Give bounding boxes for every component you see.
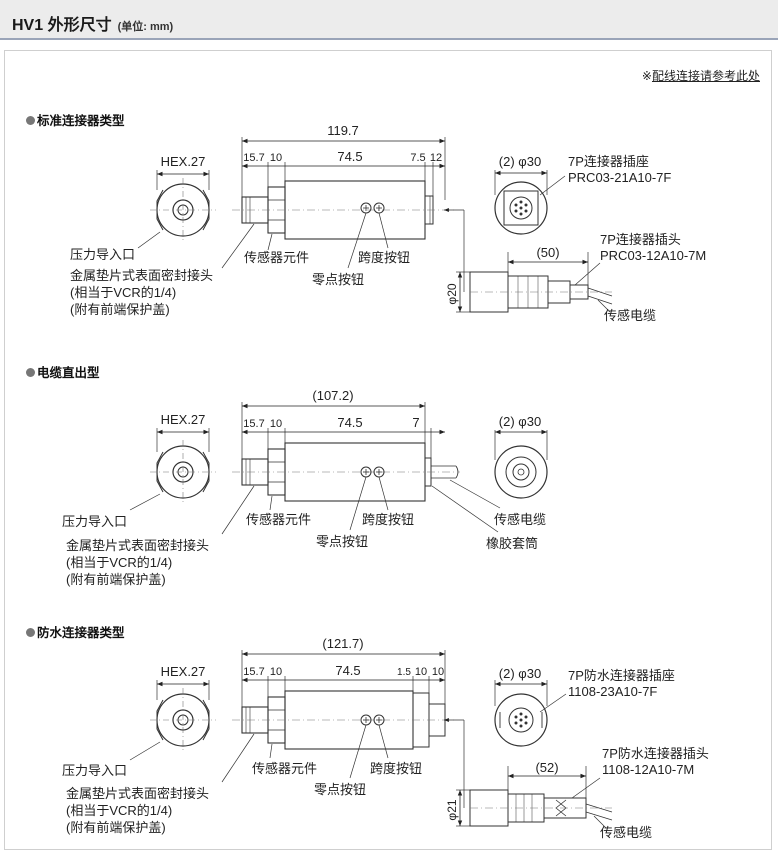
span-button-label: 跨度按钮 — [358, 250, 410, 265]
dim-body: 74.5 — [337, 149, 362, 164]
total-length: (121.7) — [322, 636, 363, 651]
dim-nut: 10 — [415, 666, 427, 678]
end-diameter: (2) φ30 — [499, 666, 541, 681]
dim-connector: 10 — [432, 666, 444, 678]
waterproof-connector-drawing: HEX.27 (121.7) — [62, 636, 709, 840]
total-length: 119.7 — [327, 123, 359, 138]
callouts: 压力导入口 金属垫片式表面密封接头 (相当于VCR的1/4) (附有前端保护盖)… — [70, 212, 410, 317]
seal-cap: (附有前端保护盖) — [70, 302, 170, 317]
title-text: HV1 外形尺寸 — [12, 17, 112, 34]
side-view — [232, 442, 460, 502]
side-view — [232, 690, 456, 750]
section-title-text: 标准连接器类型 — [37, 114, 125, 128]
page-title: HV1 外形尺寸 (单位: mm) — [12, 11, 173, 35]
section-title-waterproof: 防水连接器类型 — [26, 622, 125, 641]
zero-button-label: 零点按钮 — [314, 782, 366, 797]
socket-model: 1108-23A10-7F — [568, 684, 657, 699]
side-view — [232, 180, 456, 240]
dim-gap: 1.5 — [397, 667, 411, 678]
socket-label: 7P连接器插座 — [568, 154, 649, 169]
page-header: HV1 外形尺寸 (单位: mm) — [0, 0, 778, 40]
wiring-note: ※配线连接请参考此处 — [642, 67, 760, 84]
hex-label: HEX.27 — [161, 412, 206, 427]
end-view: (2) φ30 — [494, 414, 548, 499]
dim-fitting: 15.7 — [243, 418, 264, 430]
total-length: (107.2) — [312, 388, 353, 403]
dim-fitting: 15.7 — [243, 152, 264, 164]
seal-cap: (附有前端保护盖) — [66, 820, 166, 835]
dimension-lines: (121.7) 15.7 10 74.5 1.5 10 10 — [241, 636, 446, 707]
end-view: (2) φ30 7P连接器插座 PRC03-21A10-7F — [494, 154, 671, 235]
end-diameter: (2) φ30 — [499, 414, 541, 429]
hex-label: HEX.27 — [161, 154, 206, 169]
note-mark: ※ — [641, 69, 652, 83]
element-label: 传感器元件 — [252, 761, 317, 776]
seal-equivalent: (相当于VCR的1/4) — [70, 285, 176, 300]
plug-length: (52) — [535, 760, 558, 775]
front-view: HEX.27 — [150, 412, 216, 504]
seal-equivalent: (相当于VCR的1/4) — [66, 555, 172, 570]
dim-cap: 7.5 — [410, 152, 425, 164]
seal-label: 金属垫片式表面密封接头 — [70, 268, 213, 283]
inlet-label: 压力导入口 — [70, 247, 135, 262]
front-view: HEX.27 — [150, 664, 216, 752]
callouts: 压力导入口 金属垫片式表面密封接头 (相当于VCR的1/4) (附有前端保护盖)… — [62, 724, 422, 835]
dim-body: 74.5 — [337, 415, 362, 430]
callouts: 传感电缆 橡胶套筒 压力导入口 金属垫片式表面密封接头 (相当于VCR的1/4)… — [62, 476, 546, 587]
dim-connector: 12 — [430, 152, 442, 164]
element-label: 传感器元件 — [244, 250, 309, 265]
end-view: (2) φ30 7P防水连接器插座 1108-23A10-7F — [494, 666, 675, 747]
inlet-label: 压力导入口 — [62, 514, 127, 529]
dim-fitting: 15.7 — [243, 666, 264, 678]
section-title-cable: 电缆直出型 — [26, 362, 100, 381]
bullet-icon — [26, 368, 35, 377]
end-diameter: (2) φ30 — [499, 154, 541, 169]
section-title-standard: 标准连接器类型 — [26, 110, 125, 129]
front-view: HEX.27 — [150, 154, 216, 242]
section-title-text: 电缆直出型 — [37, 366, 100, 380]
dim-hex: 10 — [270, 152, 282, 164]
seal-label: 金属垫片式表面密封接头 — [66, 786, 209, 801]
socket-label: 7P防水连接器插座 — [568, 668, 675, 683]
diagram-panel — [4, 50, 772, 850]
plug-drawing: (50) φ20 7P连接器插头 PRC03-12A10-7M 传感电缆 — [444, 208, 706, 323]
plug-model: PRC03-12A10-7M — [600, 248, 706, 263]
section-title-text: 防水连接器类型 — [37, 626, 125, 640]
plug-label: 7P防水连接器插头 — [602, 746, 709, 761]
unit-label: (单位: mm) — [117, 21, 174, 33]
hex-label: HEX.27 — [161, 664, 206, 679]
dim-hex: 10 — [270, 418, 282, 430]
zero-button-label: 零点按钮 — [316, 534, 368, 549]
zero-button-label: 零点按钮 — [312, 272, 364, 287]
cable-label: 传感电缆 — [604, 308, 656, 323]
dimension-lines: 119.7 15.7 10 74.5 7.5 12 — [241, 123, 446, 200]
seal-label: 金属垫片式表面密封接头 — [66, 538, 209, 553]
plug-model: 1108-12A10-7M — [602, 762, 694, 777]
seal-equivalent: (相当于VCR的1/4) — [66, 803, 172, 818]
element-label: 传感器元件 — [246, 512, 311, 527]
bullet-icon — [26, 116, 35, 125]
inlet-label: 压力导入口 — [62, 763, 127, 778]
standard-connector-drawing: HEX.27 119.7 — [70, 123, 706, 323]
cable-label: 传感电缆 — [600, 825, 652, 840]
sleeve-label: 橡胶套筒 — [486, 536, 538, 551]
dim-sleeve: 7 — [412, 415, 419, 430]
wiring-reference-link[interactable]: 配线连接请参考此处 — [651, 69, 760, 83]
span-button-label: 跨度按钮 — [362, 512, 414, 527]
span-button-label: 跨度按钮 — [370, 761, 422, 776]
plug-diameter: φ20 — [445, 283, 459, 304]
cable-label: 传感电缆 — [494, 512, 546, 527]
plug-drawing: (52) φ21 7P防水连接器插头 1108-12A10-7M 传感电缆 — [444, 718, 709, 840]
plug-diameter: φ21 — [445, 799, 459, 820]
dim-hex: 10 — [270, 666, 282, 678]
plug-label: 7P连接器插头 — [600, 232, 681, 247]
cable-direct-drawing: HEX.27 (107.2) — [62, 388, 548, 587]
bullet-icon — [26, 628, 35, 637]
dim-body: 74.5 — [335, 663, 360, 678]
seal-cap: (附有前端保护盖) — [66, 572, 166, 587]
plug-length: (50) — [536, 245, 559, 260]
socket-model: PRC03-21A10-7F — [568, 170, 671, 185]
dimension-lines: (107.2) 15.7 10 74.5 7 — [241, 388, 445, 459]
